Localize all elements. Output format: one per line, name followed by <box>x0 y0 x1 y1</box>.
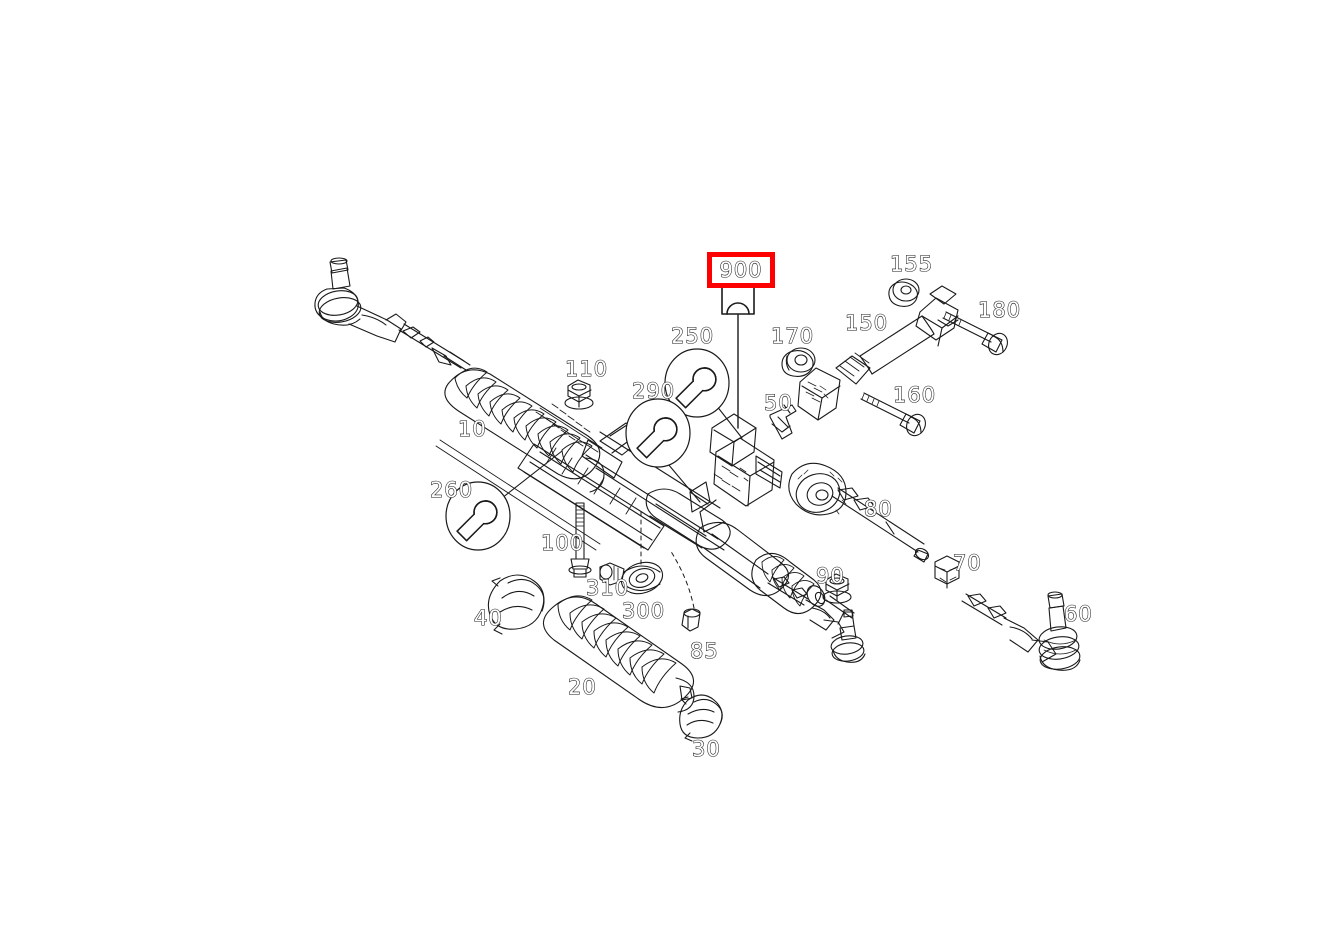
callout-label-10[interactable]: 10 <box>457 417 487 441</box>
callout-label-300[interactable]: 300 <box>621 599 666 623</box>
wrench-icon-260 <box>445 481 511 551</box>
part-50-bracket <box>769 404 797 440</box>
part-70-locknut <box>934 555 960 589</box>
callout-label-40[interactable]: 40 <box>473 606 503 630</box>
part-80-inner-tie-rod <box>788 462 930 563</box>
callout-label-20[interactable]: 20 <box>567 675 597 699</box>
pinion-valve-housing <box>689 413 783 533</box>
callout-label-85[interactable]: 85 <box>689 639 719 663</box>
callout-label-110[interactable]: 110 <box>564 357 609 381</box>
left-steering-bellows <box>444 367 605 493</box>
part-20-bellows <box>542 595 695 713</box>
callout-label-310[interactable]: 310 <box>585 576 630 600</box>
wrench-icon-290 <box>625 398 691 468</box>
callout-label-155[interactable]: 155 <box>889 252 934 276</box>
callout-label-90[interactable]: 90 <box>815 564 845 588</box>
callout-label-260[interactable]: 260 <box>429 478 474 502</box>
callout-label-160[interactable]: 160 <box>892 383 937 407</box>
part-180-bolt <box>942 311 1008 356</box>
part-40-clamp <box>487 574 545 635</box>
callout-leader-250 <box>715 404 743 439</box>
part-155-washer <box>888 278 920 307</box>
callout-label-170[interactable]: 170 <box>770 324 815 348</box>
wrench-icon-250 <box>664 348 730 418</box>
callout-label-50[interactable]: 50 <box>763 391 793 415</box>
part-110-nut <box>564 379 594 410</box>
callout-leader-290 <box>667 463 701 503</box>
callout-label-150[interactable]: 150 <box>844 311 889 335</box>
callout-label-30[interactable]: 30 <box>691 737 721 761</box>
callout-leader-260 <box>501 450 563 499</box>
center-outer-tie-rod-assembly <box>767 576 866 663</box>
callout-label-250[interactable]: 250 <box>670 324 715 348</box>
part-300-damper <box>620 561 664 595</box>
callout-label-80[interactable]: 80 <box>863 497 893 521</box>
callout-label-60[interactable]: 60 <box>1063 602 1093 626</box>
highlighted-callout-900[interactable]: 900 <box>707 252 775 288</box>
callout-label-180[interactable]: 180 <box>977 298 1022 322</box>
highlighted-callout-label: 900 <box>719 257 763 282</box>
part-90-nut <box>822 573 852 604</box>
dashed-leaders <box>640 511 695 609</box>
part-60-outer-tie-rod-end <box>961 591 1081 671</box>
part-160-bolt <box>860 392 926 437</box>
part-170-washer <box>781 347 816 377</box>
callout-label-290[interactable]: 290 <box>631 379 676 403</box>
part-30-clamp <box>679 694 723 742</box>
left-inner-tie-rod <box>435 439 601 551</box>
callout-label-100[interactable]: 100 <box>540 531 585 555</box>
part-100-bolt <box>568 502 592 578</box>
part-85-cap <box>681 608 701 632</box>
sensor-symbol-900 <box>721 279 755 315</box>
left-tie-rod-end-assembly <box>314 257 471 371</box>
callout-label-70[interactable]: 70 <box>952 551 982 575</box>
